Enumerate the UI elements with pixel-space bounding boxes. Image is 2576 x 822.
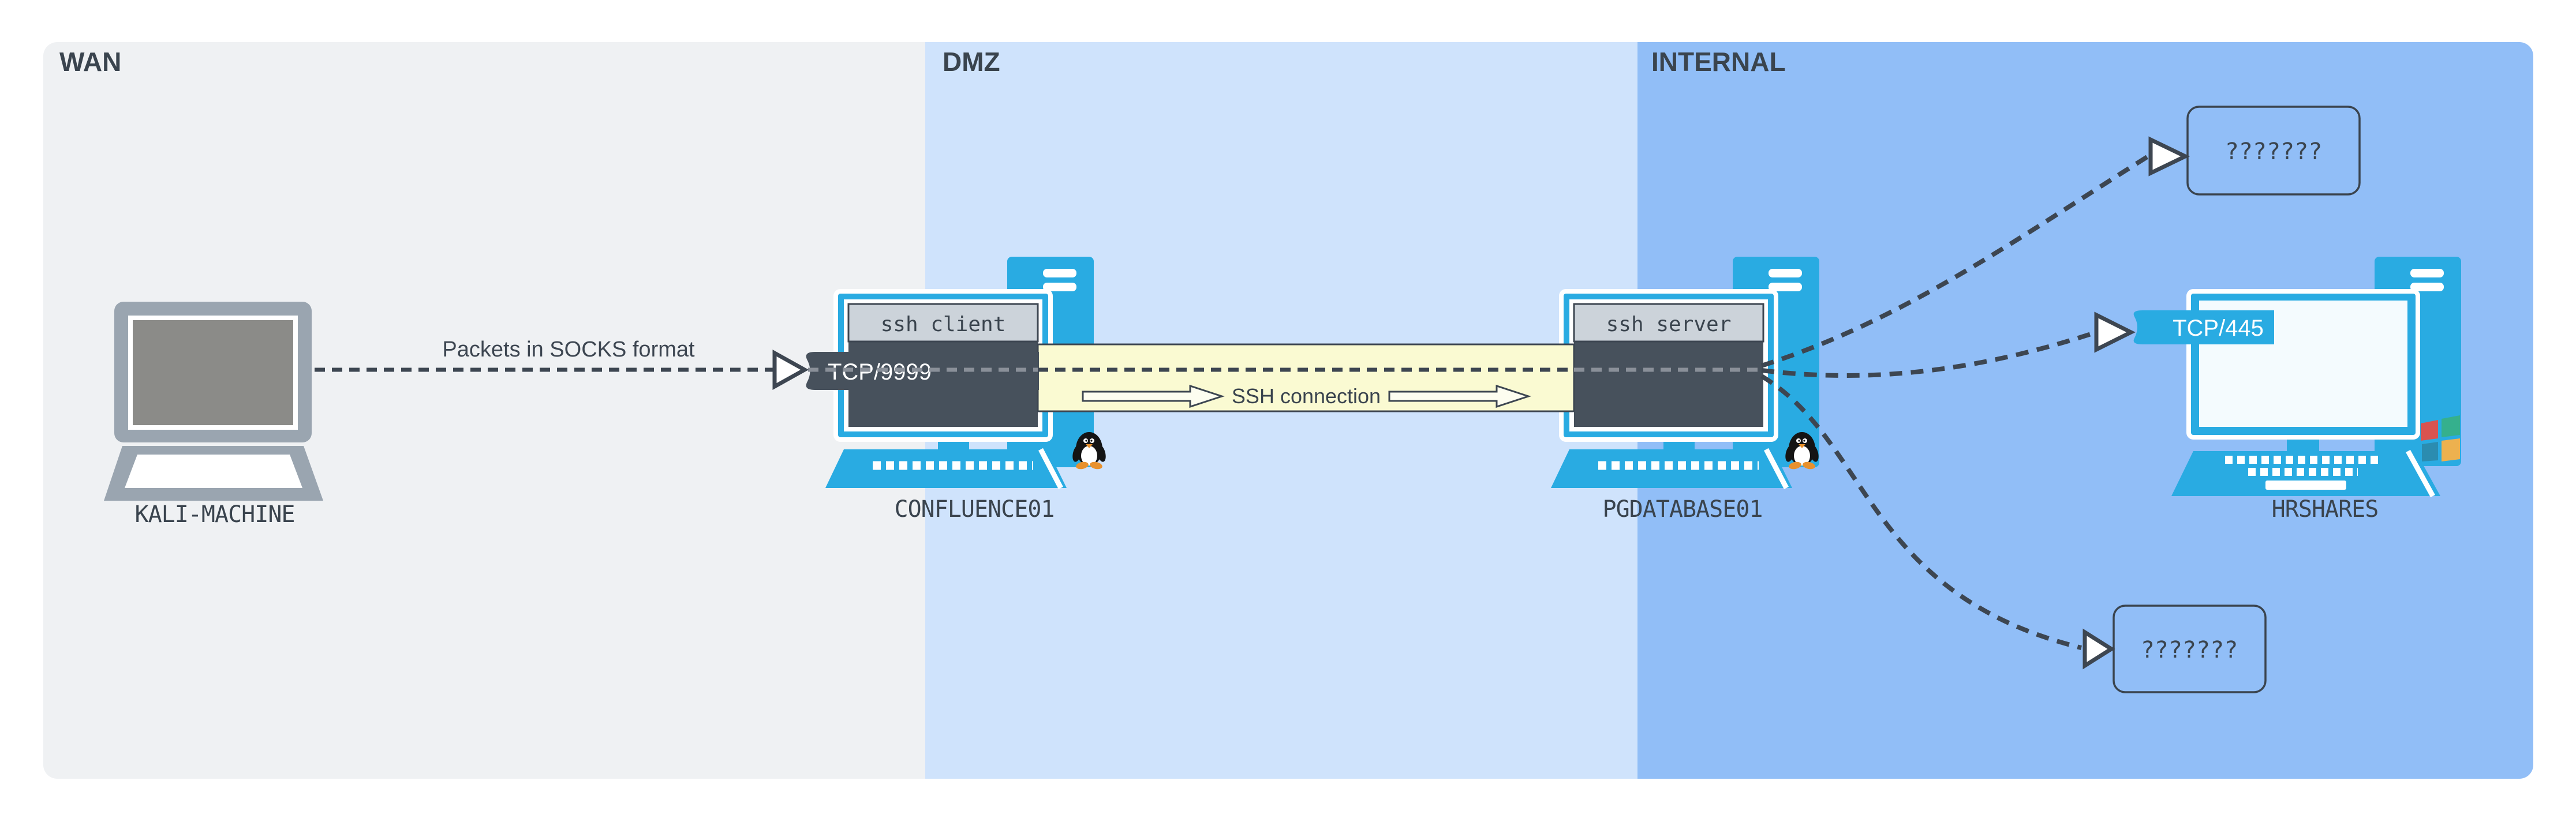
- unknown-top-label: ???????: [2225, 138, 2323, 165]
- connectors: [315, 155, 2149, 650]
- socks-format-label: Packets in SOCKS format: [442, 337, 695, 362]
- tunnel-arrow-icon: [1082, 384, 1225, 408]
- pgdatabase01-label: PGDATABASE01: [1603, 496, 1763, 523]
- arrowhead-icon: [772, 350, 809, 390]
- node-kali-machine: [104, 302, 323, 501]
- tower-vents-icon: [1043, 269, 1076, 277]
- unknown-box-top: ???????: [2186, 106, 2361, 196]
- laptop-screen: [133, 320, 293, 425]
- zone-internal-label: INTERNAL: [1651, 47, 1786, 77]
- linux-tux-icon: [1072, 432, 1106, 470]
- fanout-curve-mid: [1761, 331, 2094, 378]
- screen-header: [1573, 303, 1764, 343]
- zone-wan-label: WAN: [59, 47, 121, 77]
- windows-logo-icon: [2421, 415, 2460, 461]
- fanout-curve-top: [1760, 155, 2149, 368]
- tcp445-label: TCP/445: [2173, 316, 2264, 341]
- node-hrshares: [2171, 257, 2461, 498]
- arrowhead-icon: [2148, 136, 2190, 177]
- spacebar: [2265, 481, 2346, 490]
- pgdatabase-app-label: ssh server: [1606, 313, 1732, 336]
- zone-dmz-label: DMZ: [943, 47, 1000, 77]
- tunnel-arrow-icon: [1388, 384, 1531, 408]
- arrowheads: [772, 136, 2190, 670]
- ssh-tunnel-band: SSH connection: [1037, 343, 1575, 412]
- linux-tux-icon: [1785, 432, 1819, 470]
- node-pgdatabase01: [1551, 257, 1819, 490]
- kali-machine-label: KALI-MACHINE: [135, 501, 295, 528]
- screen-dark: [1574, 341, 1763, 427]
- port-badge-tcp445: TCP/445: [2133, 310, 2274, 344]
- ssh-connection-label: SSH connection: [1232, 384, 1381, 408]
- unknown-box-bottom: ???????: [2113, 605, 2267, 693]
- arrowhead-icon: [2083, 628, 2115, 670]
- port-badge-tcp9999: TCP/9999: [806, 352, 1039, 390]
- unknown-bottom-label: ???????: [2141, 637, 2238, 663]
- laptop-keyboard: [125, 455, 302, 488]
- arrowhead-icon: [2094, 311, 2136, 353]
- tower-vents-icon: [1769, 269, 1802, 277]
- fanout-curve-bottom: [1760, 374, 2082, 650]
- screen-header: [847, 303, 1039, 343]
- confluence-app-label: ssh client: [881, 313, 1006, 336]
- tower-vents-icon: [2410, 269, 2444, 277]
- tcp9999-label: TCP/9999: [828, 359, 932, 385]
- confluence01-label: CONFLUENCE01: [895, 496, 1055, 523]
- hrshares-label: HRSHARES: [2272, 496, 2379, 523]
